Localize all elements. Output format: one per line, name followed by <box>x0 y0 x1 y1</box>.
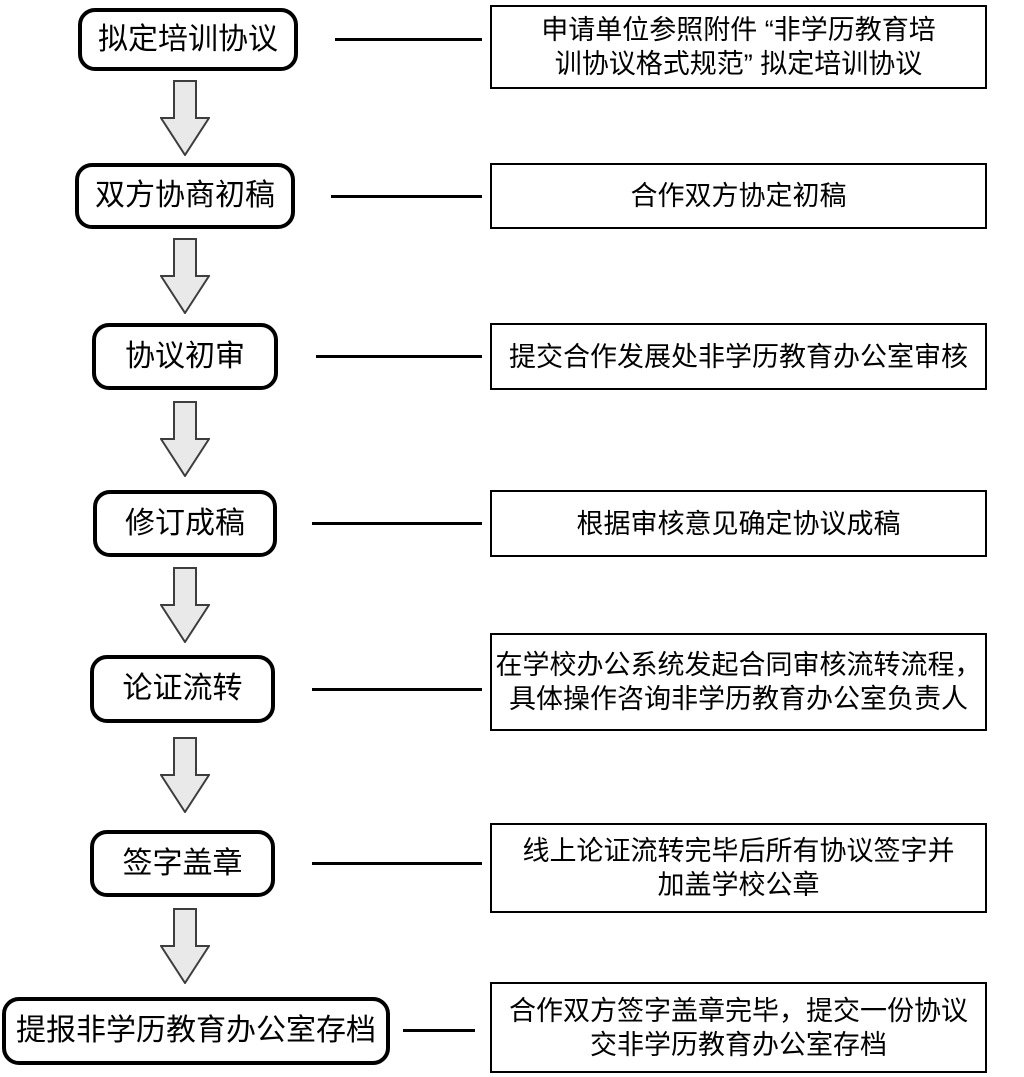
step-label: 论证流转 <box>122 672 243 705</box>
connector-line <box>331 195 482 198</box>
description-text: 合作双方协定初稿 <box>630 181 847 211</box>
description-box: 根据审核意见确定协议成稿 <box>490 490 987 557</box>
step-box-initial-review: 协议初审 <box>92 323 278 390</box>
description-text: 在学校办公系统发起合同审核流转流程， 具体操作咨询非学历教育办公室负责人 <box>495 650 982 714</box>
step-label: 协议初审 <box>125 339 245 373</box>
connector-line <box>335 38 482 41</box>
description-text: 根据审核意见确定协议成稿 <box>576 508 901 539</box>
down-arrow-icon <box>160 737 210 813</box>
step-box-file-for-record: 提报非学历教育办公室存档 <box>2 997 390 1065</box>
description-text: 申请单位参照附件 “非学历教育培 训协议格式规范” 拟定培训协议 <box>541 15 936 79</box>
step-box-sign-and-seal: 签字盖章 <box>90 830 275 897</box>
connector-line <box>316 355 482 358</box>
connector-line <box>312 522 482 525</box>
step-box-approval-circulation: 论证流转 <box>90 655 275 723</box>
description-box: 申请单位参照附件 “非学历教育培 训协议格式规范” 拟定培训协议 <box>490 5 987 89</box>
step-label: 签字盖章 <box>122 846 243 880</box>
down-arrow-icon <box>160 80 210 156</box>
description-box: 提交合作发展处非学历教育办公室审核 <box>490 323 987 390</box>
description-box: 合作双方签字盖章完毕，提交一份协议 交非学历教育办公室存档 <box>490 982 987 1073</box>
step-label: 提报非学历教育办公室存档 <box>16 1014 376 1047</box>
description-text: 提交合作发展处非学历教育办公室审核 <box>509 341 968 372</box>
connector-line <box>312 688 482 691</box>
down-arrow-icon <box>160 401 210 477</box>
step-box-draft-agreement: 拟定培训协议 <box>78 8 298 71</box>
description-text: 线上论证流转完毕后所有协议签字并 加盖学校公章 <box>522 836 955 900</box>
step-box-revise-final-draft: 修订成稿 <box>93 490 277 557</box>
description-box: 合作双方协定初稿 <box>490 163 987 229</box>
step-label: 双方协商初稿 <box>95 179 275 212</box>
description-box: 在学校办公系统发起合同审核流转流程， 具体操作咨询非学历教育办公室负责人 <box>490 633 987 731</box>
step-label: 拟定培训协议 <box>98 22 278 56</box>
down-arrow-icon <box>160 567 210 643</box>
connector-line <box>403 1029 475 1032</box>
connector-line <box>312 862 482 865</box>
description-box: 线上论证流转完毕后所有协议签字并 加盖学校公章 <box>490 823 987 913</box>
down-arrow-icon <box>160 908 210 984</box>
down-arrow-icon <box>160 238 210 314</box>
step-box-negotiate-draft: 双方协商初稿 <box>75 163 295 229</box>
step-label: 修订成稿 <box>125 506 245 540</box>
description-text: 合作双方签字盖章完毕，提交一份协议 交非学历教育办公室存档 <box>509 995 968 1060</box>
